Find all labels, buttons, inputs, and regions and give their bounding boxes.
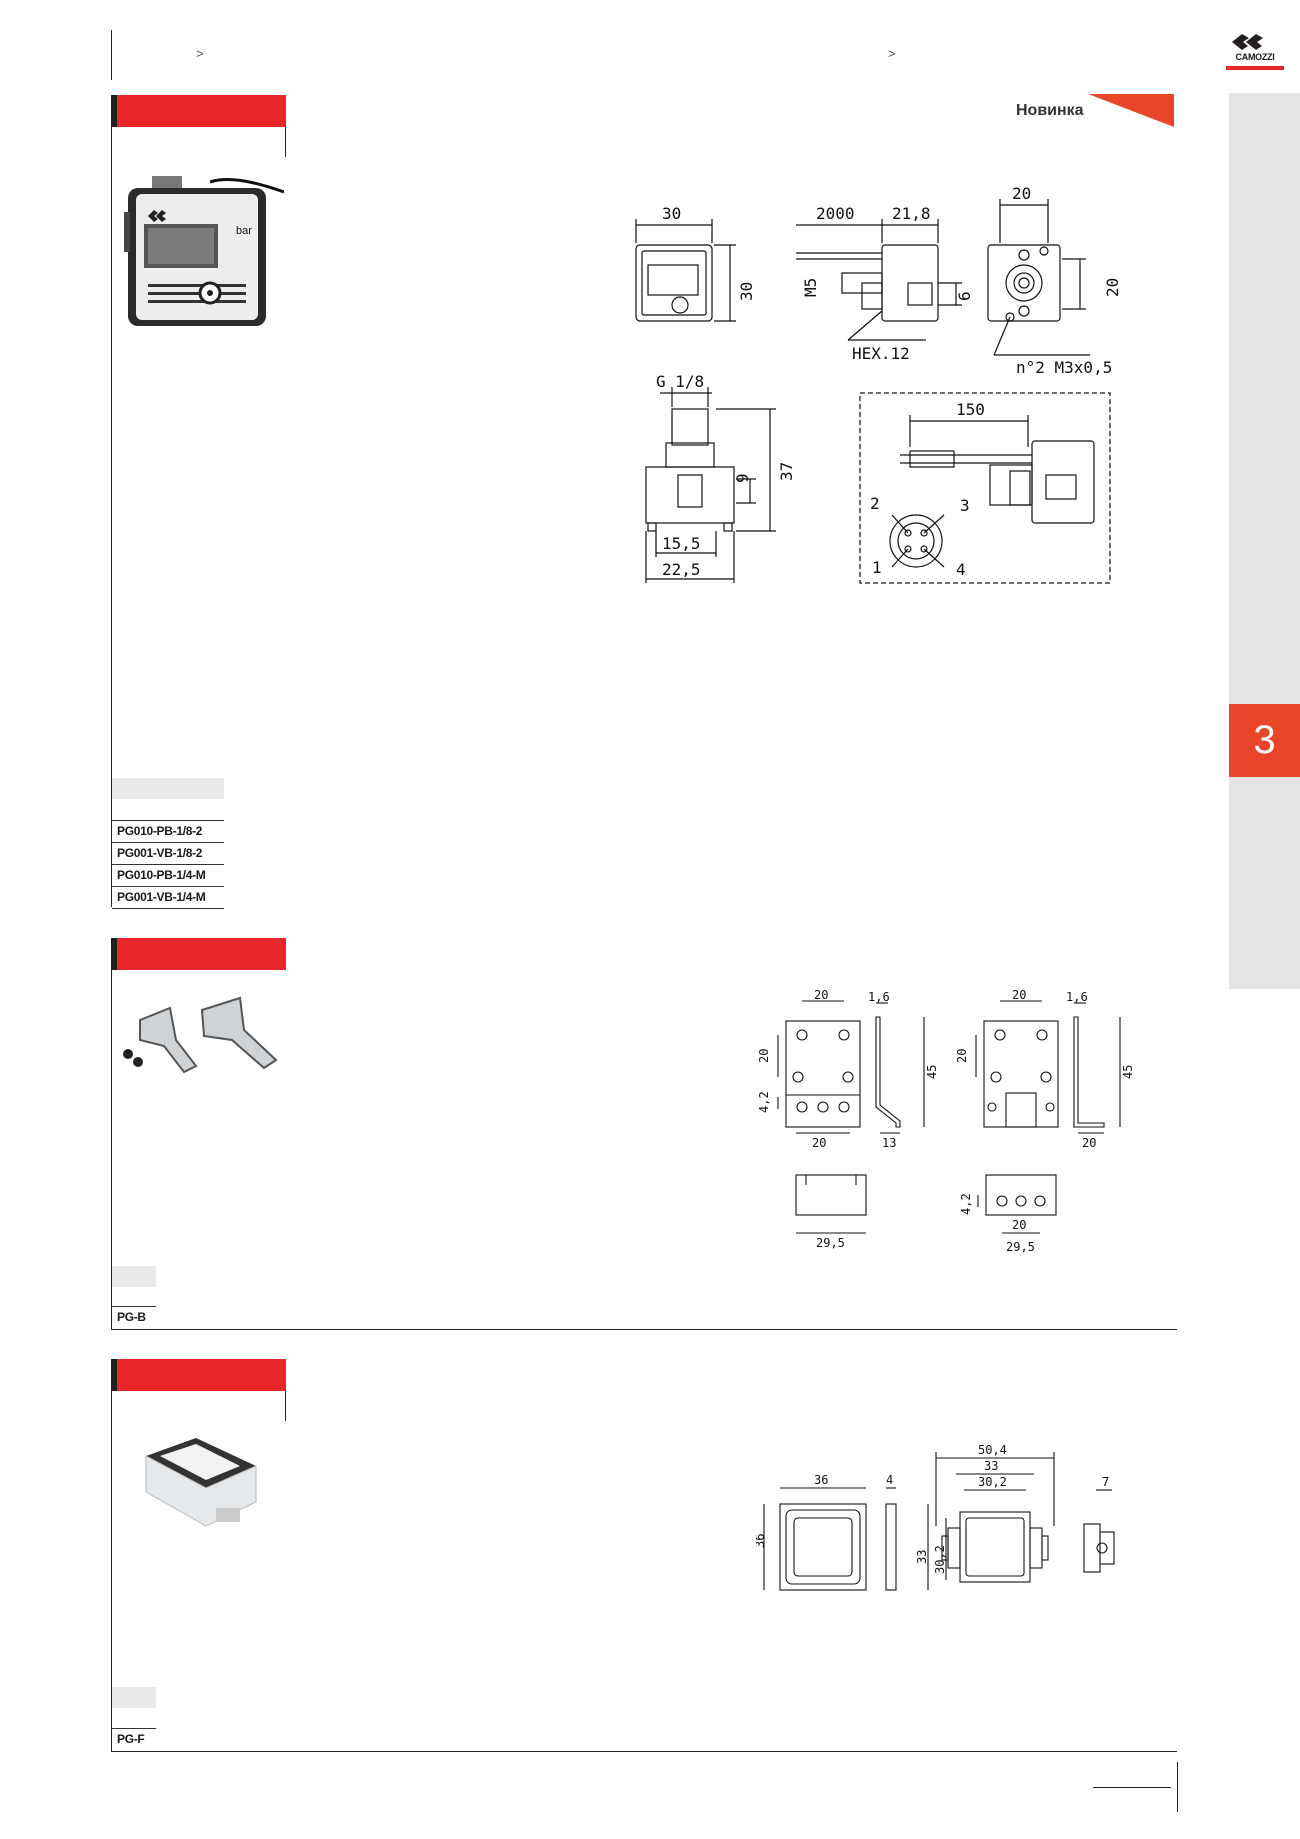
breadcrumb-separator-left: > (196, 46, 204, 61)
section2-bottom-rule (111, 1329, 1177, 1330)
dim-depth: 21,8 (892, 204, 931, 223)
dim-front-height: 30 (737, 282, 756, 301)
dim-connector-length: 150 (956, 400, 985, 419)
pin-label-3: 3 (960, 496, 970, 515)
section2-technical-drawing: 20 1,6 20 4,2 45 20 13 20 1,6 20 45 20 2… (757, 988, 1135, 1253)
dim-a-bottom-20: 20 (812, 1136, 826, 1150)
dim-g-302-height: 30,2 (933, 1545, 947, 1574)
section3-code-header (112, 1687, 156, 1708)
section2-left-rule (111, 970, 112, 1330)
dim-g-504: 50,4 (978, 1443, 1007, 1457)
section1-technical-drawing: 30 30 2000 21,8 M5 6 HEX.12 20 20 n°2 M3… (635, 185, 1122, 584)
camozzi-logo-icon (1226, 34, 1284, 70)
gauge-unit-label: bar (236, 225, 252, 237)
dim-six: 6 (955, 291, 974, 301)
dim-a-13: 13 (882, 1136, 896, 1150)
dim-d-42: 4,2 (959, 1193, 973, 1215)
dim-thread-m5: M5 (801, 278, 820, 297)
section1-title-bar (111, 95, 286, 127)
footer-page-rule (1093, 1787, 1171, 1788)
code-row: PG001-VB-1/4-M (112, 887, 224, 909)
dim-a-top-20: 20 (814, 988, 828, 1002)
section1-header-rule (285, 127, 286, 157)
code-row: PG010-PB-1/8-2 (112, 820, 224, 843)
dim-g-7: 7 (1102, 1475, 1109, 1489)
dim-screws: n°2 M3x0,5 (1016, 358, 1112, 377)
dim-d-width: 29,5 (1006, 1240, 1035, 1253)
pin-label-2: 2 (870, 494, 880, 513)
dim-height-37: 37 (777, 462, 796, 481)
dim-a-thickness: 1,6 (868, 990, 890, 1004)
section3-left-rule (111, 1391, 112, 1751)
dim-f-thickness-4: 4 (886, 1473, 893, 1487)
new-badge: Новинка (1000, 94, 1174, 127)
dim-port: G 1/8 (656, 372, 704, 391)
section2-code-header (112, 1266, 156, 1287)
dim-b-side-20: 20 (955, 1049, 969, 1063)
dim-front-width: 30 (662, 204, 681, 223)
code-row: PG010-PB-1/4-M (112, 865, 224, 887)
section1-code-table: PG010-PB-1/8-2 PG001-VB-1/8-2 PG010-PB-1… (112, 820, 224, 909)
protective-frame-photo (136, 1436, 286, 1536)
pressure-gauge-image: bar (124, 176, 285, 326)
pressure-gauge-photo: bar (124, 172, 285, 332)
pin-label-4: 4 (956, 560, 966, 579)
dim-b-thickness: 1,6 (1066, 990, 1088, 1004)
dim-b-right-20: 20 (1082, 1136, 1096, 1150)
mounting-bracket-image (123, 996, 278, 1074)
dim-f-width-36: 36 (814, 1473, 828, 1487)
section3-bottom-rule (111, 1751, 1177, 1752)
dim-hex: HEX.12 (852, 344, 910, 363)
dim-g-33-height: 33 (915, 1550, 929, 1564)
logo-text: CAMOZZI (1235, 52, 1275, 62)
code-row: PG001-VB-1/8-2 (112, 843, 224, 865)
chapter-sidebar (1229, 93, 1300, 989)
section1-left-rule (111, 127, 112, 907)
dim-g-302: 30,2 (978, 1475, 1007, 1489)
dim-b-top-20: 20 (1012, 988, 1026, 1002)
dim-c-width: 29,5 (816, 1236, 845, 1250)
breadcrumb-separator-right: > (888, 46, 896, 61)
dim-cable-length: 2000 (816, 204, 855, 223)
dim-g-33: 33 (984, 1459, 998, 1473)
code-row: PG-B (112, 1306, 156, 1328)
footer-vertical-rule (1177, 1762, 1178, 1812)
dim-a-height-45: 45 (925, 1065, 939, 1079)
pin-label-1: 1 (872, 558, 882, 577)
header-left-rule (111, 30, 112, 80)
new-badge-label: Новинка (1016, 102, 1084, 119)
camozzi-logo: CAMOZZI (1222, 30, 1288, 74)
new-badge-triangle-icon (1088, 94, 1174, 127)
protective-frame-image (145, 1438, 257, 1527)
dim-d-20: 20 (1012, 1218, 1026, 1232)
dim-back-width: 20 (1012, 185, 1031, 203)
dim-a-42: 4,2 (757, 1091, 771, 1113)
dim-a-side-20: 20 (757, 1049, 771, 1063)
dim-width-155: 15,5 (662, 534, 701, 553)
section1-code-header (112, 778, 224, 799)
dim-back-height: 20 (1103, 278, 1122, 297)
dim-f-height-36: 36 (756, 1534, 767, 1548)
dim-nine: 9 (733, 473, 752, 483)
section3-header-rule (285, 1391, 286, 1421)
code-row: PG-F (112, 1728, 156, 1750)
dim-b-height-45: 45 (1121, 1065, 1135, 1079)
mounting-bracket-photo (120, 990, 286, 1100)
chapter-number-tab[interactable]: 3 (1229, 704, 1300, 777)
section3-title-bar (111, 1359, 286, 1391)
section2-title-bar (111, 938, 286, 970)
dim-width-225: 22,5 (662, 560, 701, 579)
section3-technical-drawing: 36 4 36 50,4 33 30,2 33 30,2 7 (756, 1443, 1115, 1591)
section3-code-table: PG-F (112, 1728, 156, 1750)
section2-code-table: PG-B (112, 1306, 156, 1328)
